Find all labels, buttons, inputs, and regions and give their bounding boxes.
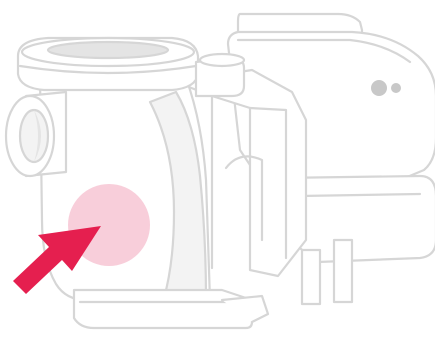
lid-union xyxy=(196,54,244,96)
vent-dot-large xyxy=(371,80,387,96)
inlet-port xyxy=(6,92,66,176)
vent-dot-small xyxy=(391,83,401,93)
motor-foot-left xyxy=(302,250,320,304)
lid-opening xyxy=(48,42,168,58)
pot-lid xyxy=(18,38,198,90)
strainer-pot xyxy=(40,78,268,328)
motor-foot-right xyxy=(334,240,352,302)
inlet-bore xyxy=(20,110,48,162)
pot-base xyxy=(74,290,252,328)
lid-union-face xyxy=(200,54,244,66)
